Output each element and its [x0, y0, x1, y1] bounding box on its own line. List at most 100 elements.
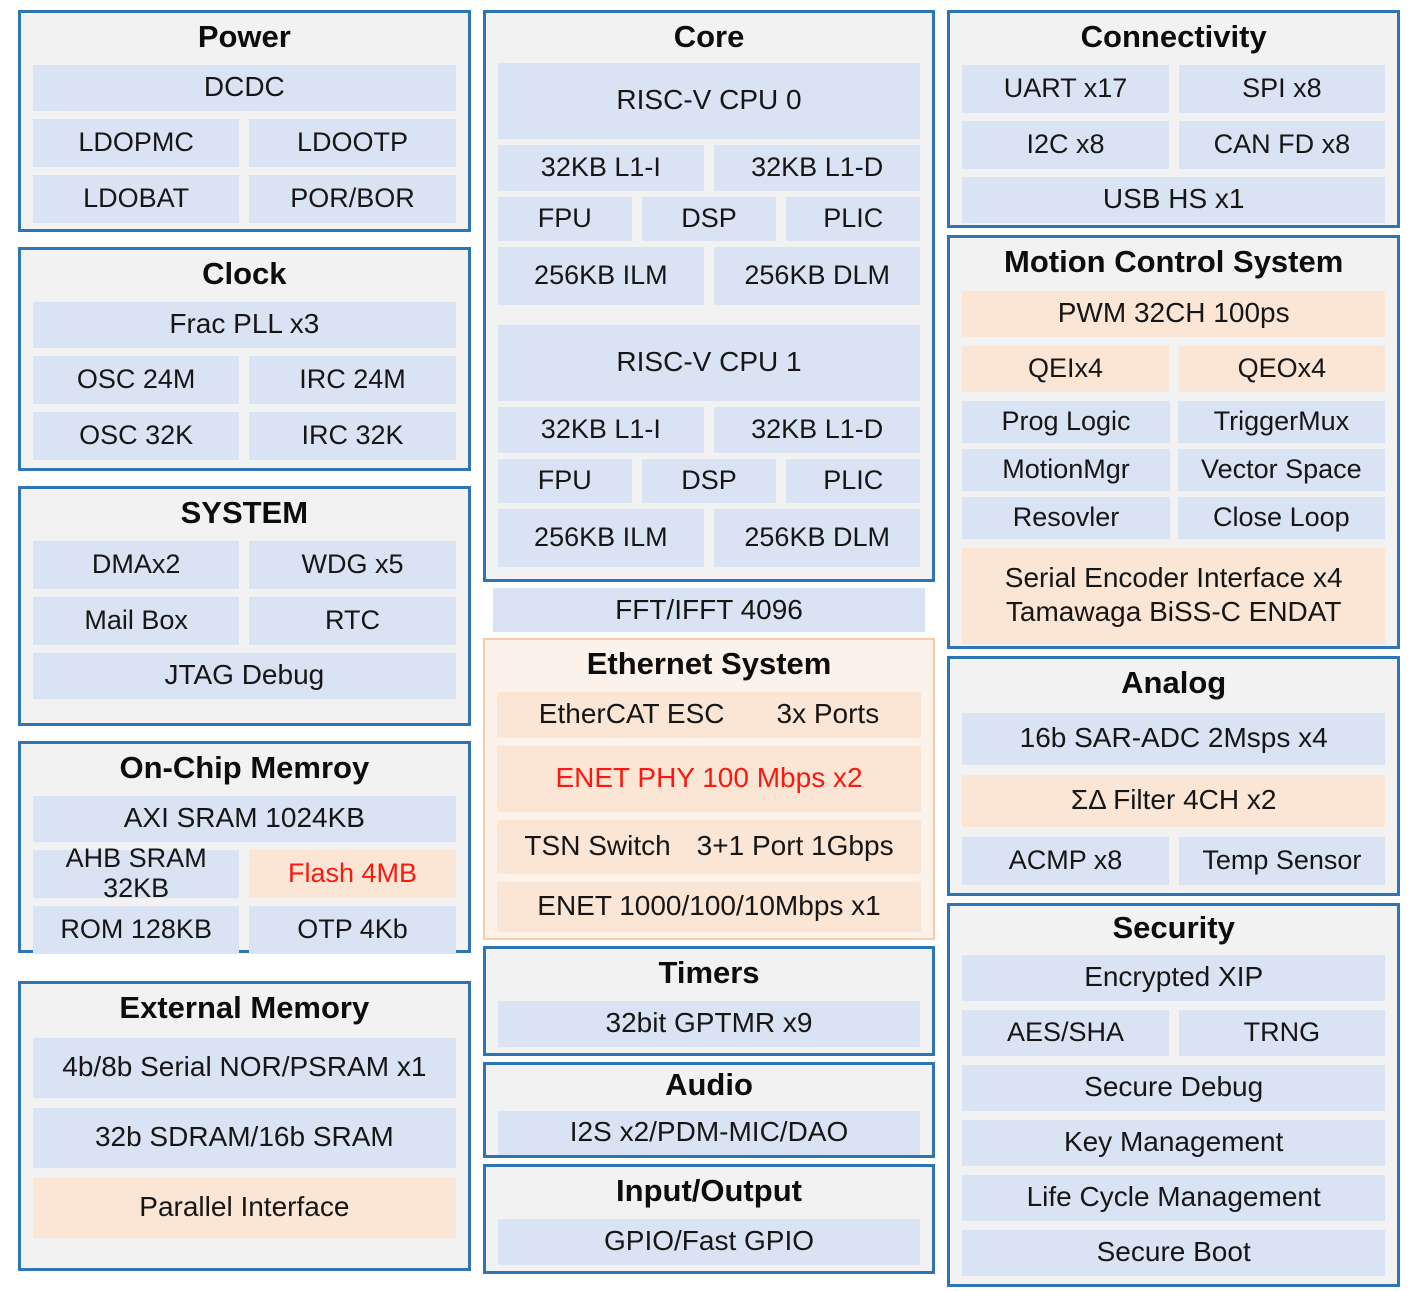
cell-cpu0-l1i: 32KB L1-I: [497, 144, 705, 191]
cell-ldobat: LDOBAT: [33, 174, 240, 223]
cell-parallel-interface: Parallel Interface: [33, 1177, 456, 1238]
cpu1-lm-row: 256KB ILM 256KB DLM: [497, 508, 921, 567]
motion-control-title: Motion Control System: [1004, 244, 1344, 279]
cell-canfd: CAN FD x8: [1178, 120, 1386, 169]
cell-cpu0-ilm: 256KB ILM: [497, 246, 705, 305]
cell-cpu0-dlm: 256KB DLM: [714, 246, 921, 305]
cell-trng: TRNG: [1178, 1009, 1386, 1056]
cell-i2c: I2C x8: [962, 120, 1169, 169]
connectivity-title: Connectivity: [1080, 19, 1267, 54]
cell-serial-nor-psram: 4b/8b Serial NOR/PSRAM x1: [33, 1037, 456, 1098]
left-column: Power DCDC LDOPMC LDOOTP LDOBAT POR/BOR …: [18, 10, 471, 1279]
cell-cpu1-dlm: 256KB DLM: [714, 508, 921, 567]
cell-vector-space: Vector Space: [1177, 448, 1386, 491]
motion-row-3: MotionMgr Vector Space: [962, 448, 1386, 491]
motion-control-section: Motion Control System PWM 32CH 100ps QEI…: [947, 235, 1401, 649]
power-title: Power: [197, 19, 291, 54]
analog-row-1: ACMP x8 Temp Sensor: [962, 836, 1386, 885]
cell-triggermux: TriggerMux: [1177, 400, 1386, 443]
cell-qei: QEIx4: [962, 345, 1169, 392]
external-memory-title: External Memory: [119, 990, 370, 1025]
right-column: Connectivity UART x17 SPI x8 I2C x8 CAN …: [947, 10, 1401, 1287]
cell-cpu0-plic: PLIC: [786, 196, 921, 241]
cell-cpu0: RISC-V CPU 0: [497, 62, 921, 139]
motion-row-1: QEIx4 QEOx4: [962, 345, 1386, 392]
cell-usb: USB HS x1: [962, 176, 1386, 223]
system-section: SYSTEM DMAx2 WDG x5 Mail Box RTC JTAG De…: [18, 486, 471, 726]
security-section: Security Encrypted XIP AES/SHA TRNG Secu…: [947, 903, 1401, 1287]
cell-i2s: I2S x2/PDM-MIC/DAO: [497, 1110, 921, 1155]
ethercat-label: EtherCAT ESC: [538, 698, 725, 730]
onchip-memory-section: On-Chip Memroy AXI SRAM 1024KB AHB SRAM …: [18, 741, 471, 954]
clock-title: Clock: [202, 256, 287, 291]
cell-flash: Flash 4MB: [249, 849, 456, 898]
ethercat-ports-label: 3x Ports: [776, 698, 880, 730]
cell-sdram-sram: 32b SDRAM/16b SRAM: [33, 1107, 456, 1168]
cell-fft: FFT/IFFT 4096: [492, 588, 926, 632]
audio-title: Audio: [665, 1067, 753, 1102]
serial-encoder-line2: Tamawaga BiSS-C ENDAT: [1005, 596, 1342, 628]
cell-serial-encoder: Serial Encoder Interface x4 Tamawaga BiS…: [962, 547, 1386, 644]
cell-motionmgr: MotionMgr: [962, 448, 1170, 491]
motion-row-4: Resovler Close Loop: [962, 496, 1386, 539]
onchip-memory-title: On-Chip Memroy: [119, 750, 370, 785]
io-title: Input/Output: [616, 1173, 802, 1208]
timers-section: Timers 32bit GPTMR x9: [482, 946, 936, 1056]
cell-secure-boot: Secure Boot: [962, 1229, 1386, 1276]
cell-mailbox: Mail Box: [33, 596, 240, 645]
io-section: Input/Output GPIO/Fast GPIO: [482, 1164, 936, 1274]
cpu1-fpu-row: FPU DSP PLIC: [497, 458, 921, 503]
onchip-row-1: AHB SRAM 32KB Flash 4MB: [33, 843, 456, 902]
cpu0-fpu-row: FPU DSP PLIC: [497, 196, 921, 241]
clock-section: Clock Frac PLL x3 OSC 24M IRC 24M OSC 32…: [18, 247, 471, 471]
cell-tsn-switch: TSN Switch 3+1 Port 1Gbps: [496, 819, 922, 874]
connectivity-section: Connectivity UART x17 SPI x8 I2C x8 CAN …: [947, 10, 1401, 228]
cell-lifecycle-management: Life Cycle Management: [962, 1174, 1386, 1221]
cell-encrypted-xip: Encrypted XIP: [962, 954, 1386, 1001]
core-section: Core RISC-V CPU 0 32KB L1-I 32KB L1-D FP…: [482, 10, 936, 582]
cell-cpu0-fpu: FPU: [497, 196, 632, 241]
cell-ethercat: EtherCAT ESC 3x Ports: [496, 691, 922, 738]
connectivity-row-1: UART x17 SPI x8: [962, 64, 1386, 113]
cell-enet-phy: ENET PHY 100 Mbps x2: [496, 745, 922, 812]
cell-porbor: POR/BOR: [249, 174, 456, 223]
cpu0-lm-row: 256KB ILM 256KB DLM: [497, 246, 921, 305]
cell-otp: OTP 4Kb: [249, 905, 456, 954]
cell-resolver: Resovler: [962, 496, 1170, 539]
cell-dcdc: DCDC: [33, 64, 456, 111]
cell-cpu0-dsp: DSP: [641, 196, 777, 241]
cpu1-l1-row: 32KB L1-I 32KB L1-D: [497, 406, 921, 453]
cell-aes-sha: AES/SHA: [962, 1009, 1169, 1056]
cell-secure-debug: Secure Debug: [962, 1064, 1386, 1111]
cell-rom: ROM 128KB: [33, 905, 240, 954]
cell-dma: DMAx2: [33, 540, 240, 589]
middle-column: Core RISC-V CPU 0 32KB L1-I 32KB L1-D FP…: [482, 10, 936, 1279]
system-title: SYSTEM: [180, 495, 309, 530]
connectivity-row-2: I2C x8 CAN FD x8: [962, 120, 1386, 169]
cell-enet-mac: ENET 1000/100/10Mbps x1: [496, 881, 922, 932]
cell-rtc: RTC: [249, 596, 456, 645]
external-memory-section: External Memory 4b/8b Serial NOR/PSRAM x…: [18, 981, 471, 1271]
cell-ldopmc: LDOPMC: [33, 118, 240, 167]
ethernet-title: Ethernet System: [586, 646, 832, 681]
cell-qeo: QEOx4: [1178, 345, 1386, 392]
cell-jtag: JTAG Debug: [33, 652, 456, 699]
cell-axi-sram: AXI SRAM 1024KB: [33, 795, 456, 842]
cell-prog-logic: Prog Logic: [962, 400, 1170, 443]
power-section: Power DCDC LDOPMC LDOOTP LDOBAT POR/BOR: [18, 10, 471, 232]
cell-osc-32k: OSC 32K: [33, 411, 240, 460]
ethernet-section: Ethernet System EtherCAT ESC 3x Ports EN…: [482, 638, 936, 940]
cell-gpio: GPIO/Fast GPIO: [497, 1218, 921, 1265]
tsn-ports-label: 3+1 Port 1Gbps: [696, 830, 894, 862]
cell-temp-sensor: Temp Sensor: [1178, 836, 1386, 885]
cell-gptmr: 32bit GPTMR x9: [497, 1000, 921, 1047]
timers-title: Timers: [658, 955, 760, 990]
cell-cpu1-l1d: 32KB L1-D: [714, 406, 921, 453]
system-row-1: DMAx2 WDG x5: [33, 540, 456, 589]
security-title: Security: [1112, 910, 1235, 945]
cpu0-l1-row: 32KB L1-I 32KB L1-D: [497, 144, 921, 191]
cell-irc-24m: IRC 24M: [249, 355, 456, 404]
cell-osc-24m: OSC 24M: [33, 355, 240, 404]
cell-acmp: ACMP x8: [962, 836, 1169, 885]
